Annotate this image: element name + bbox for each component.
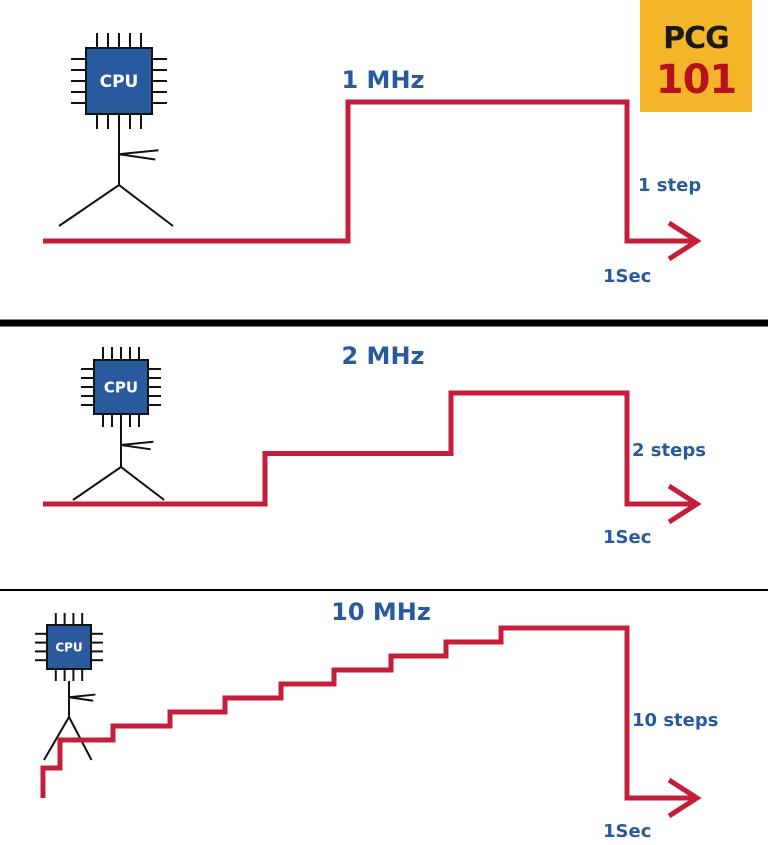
frequency-label: 1 MHz [342,66,425,94]
cpu-chip [93,359,149,415]
frequency-label: 10 MHz [331,598,431,626]
cpu-stick-figure-icon: CPU [72,347,165,501]
cpu-chip [85,47,153,115]
time-axis-arrowhead [667,220,702,262]
clock-step-signal [40,625,697,801]
cpu-label: CPU [104,378,138,396]
time-axis-arrowhead [667,777,702,819]
cpu-stick-figure-icon: CPU [35,613,103,761]
time-label: 1Sec [603,821,651,842]
steps-label: 2 steps [632,440,706,461]
logo-background [640,0,752,112]
time-label: 1Sec [603,527,651,548]
stick-figure-legs [58,183,174,227]
frequency-label: 2 MHz [342,342,425,370]
clock-step-signal [43,390,697,507]
cpu-stick-figure-icon: CPU [58,33,174,227]
steps-label: 1 step [638,175,701,196]
logo-text-bottom: 101 [656,57,737,103]
stick-figure-legs [72,465,165,501]
time-axis-arrowhead [667,483,702,525]
stick-figure-legs [43,714,93,761]
clock-step-signal [43,99,697,244]
stick-figure-arm [118,149,159,161]
panel-2mhz: CPU 2 MHz 2 steps 1Sec [43,342,706,548]
panel-1mhz: CPU 1 MHz 1 step 1Sec [43,33,702,287]
steps-label: 10 steps [632,710,718,731]
stick-figure-arm [68,693,96,702]
cpu-label: CPU [55,640,82,654]
panel-10mhz: CPU 10 MHz 10 steps 1Sec [35,598,718,842]
pcg101-logo: PCG 101 [640,0,752,112]
stick-figure-arm [120,440,154,451]
time-label: 1Sec [603,266,651,287]
logo-text-top: PCG [663,21,729,56]
cpu-chip [46,624,92,670]
cpu-label: CPU [100,72,139,92]
